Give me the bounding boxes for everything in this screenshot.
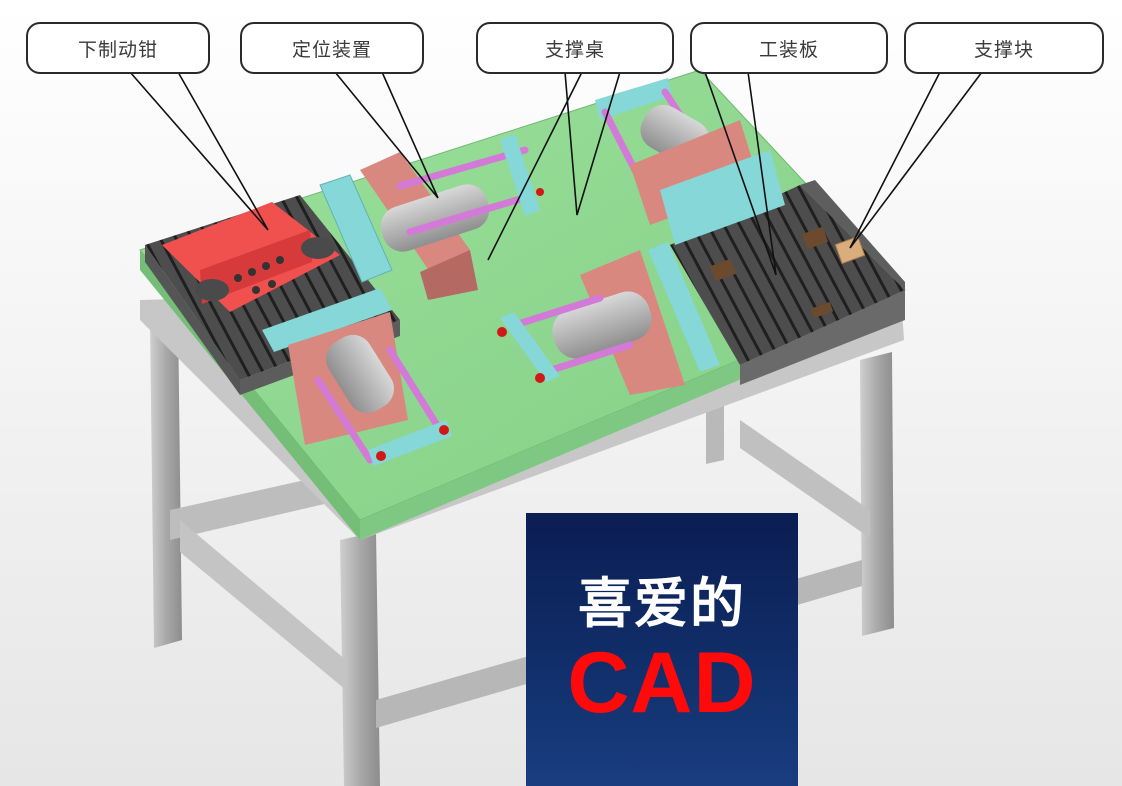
callout-leaders [129,71,983,276]
callout-positioning-device: 定位装置 [240,22,424,74]
positioning-device-upper-right [595,78,785,245]
watermark-line-1: 喜爱的 [578,571,746,635]
callout-lower-clamp: 下制动钳 [26,22,210,74]
callout-label: 下制动钳 [77,38,158,61]
callout-label: 定位装置 [291,38,372,61]
fixture-plate-right [670,180,905,385]
callout-label: 支撑桌 [544,38,605,61]
positioning-device-center [497,242,720,395]
callout-support-block: 支撑块 [904,22,1104,74]
positioning-device-upper-left [319,134,544,300]
callout-label: 工装板 [758,38,819,61]
positioning-device-lower-left [262,288,452,466]
lower-clamp [162,202,340,312]
watermark-badge: 喜爱的 CAD [526,513,798,786]
callout-label: 支撑块 [973,38,1034,61]
callout-support-table: 支撑桌 [476,22,674,74]
callout-fixture-plate: 工装板 [690,22,888,74]
watermark-line-2: CAD [567,634,757,731]
support-block [834,235,866,265]
